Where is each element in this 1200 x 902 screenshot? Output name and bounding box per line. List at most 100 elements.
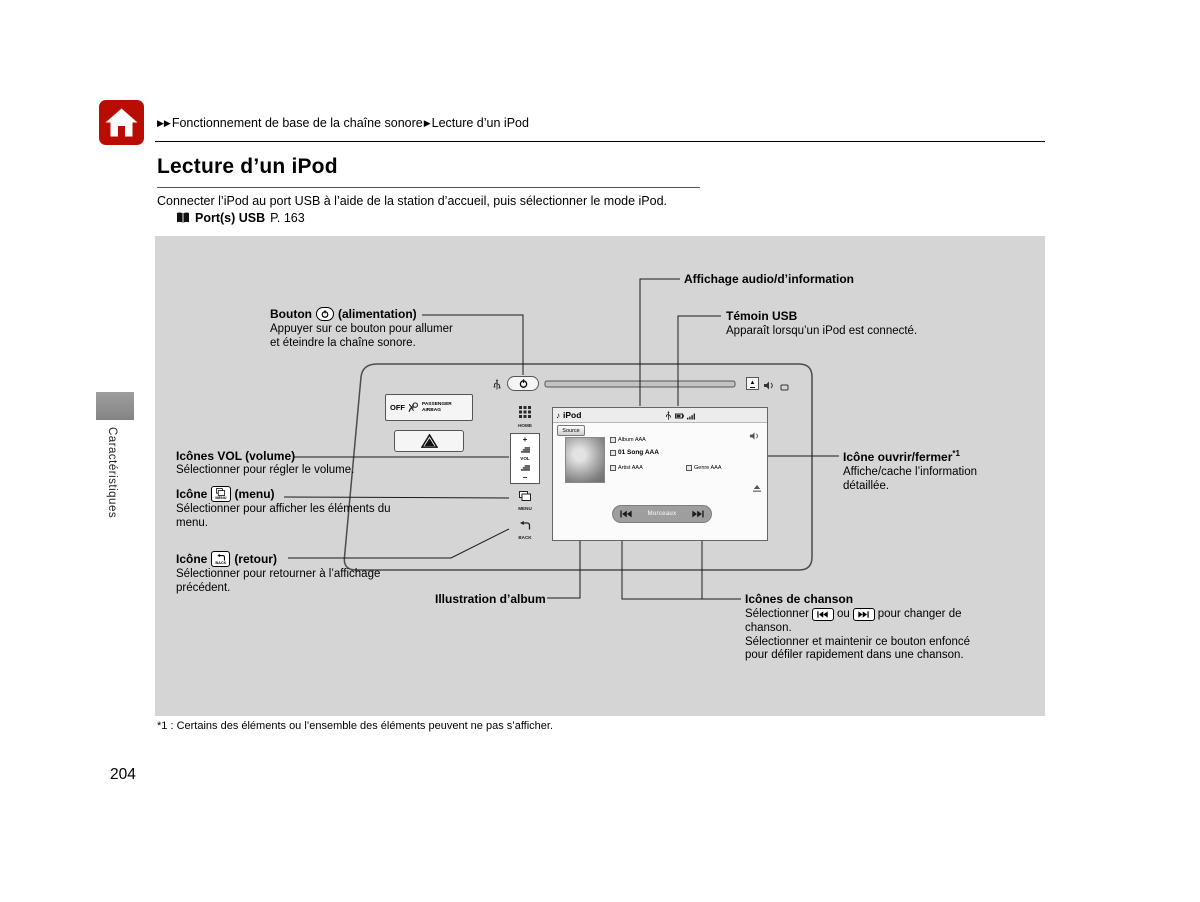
leader-power <box>422 314 524 375</box>
home-icon[interactable] <box>99 100 144 145</box>
callout-power: Bouton (alimentation) <box>270 307 417 321</box>
callout-vol: Icônes VOL (volume) <box>176 449 296 463</box>
menu-button: MENU <box>509 488 541 511</box>
page-title: Lecture d’un iPod <box>157 155 338 178</box>
section-tab <box>96 392 134 420</box>
callout-menu-desc: Sélectionner pour afficher les éléments … <box>176 503 391 530</box>
callout-power-desc1: Appuyer sur ce bouton pour allumer <box>270 323 453 335</box>
reference-link[interactable]: Port(s) USB P. 163 <box>176 211 305 225</box>
hazard-triangle-icon <box>420 434 438 448</box>
callout-back-post: (retour) <box>234 552 277 566</box>
passenger-airbag-indicator: OFF PASSENGER AIRBAG <box>385 394 473 421</box>
callout-menu-post: (menu) <box>234 487 275 501</box>
callout-menu-pre: Icône <box>176 487 208 501</box>
usb-port-icon <box>493 378 501 396</box>
callout-open-close-noteref: *1 <box>952 449 960 458</box>
callout-songs-desc: Sélectionner ou pour changer de chanson.… <box>745 607 970 663</box>
genre-name: Genre AAA <box>694 465 722 471</box>
next-track-button-icon <box>852 608 875 621</box>
callout-power-desc2: et éteindre la chaîne sonore. <box>270 336 416 349</box>
song-icon <box>610 449 616 456</box>
leader-menu <box>283 496 510 499</box>
unit-outline <box>343 363 813 571</box>
home-button: HOME <box>509 405 541 428</box>
menu-icon-label: MENU <box>215 496 227 500</box>
title-rule <box>157 187 700 188</box>
breadcrumb-current: Lecture d’un iPod <box>431 116 529 130</box>
callout-menu-desc1: Sélectionner pour afficher les éléments … <box>176 503 391 515</box>
tracks-label: Morceaux <box>647 511 677 517</box>
screen-source-title: iPod <box>563 410 582 420</box>
menu-icon <box>519 491 531 501</box>
section-label: Caractéristiques <box>106 427 118 519</box>
callout-back: Icône BACK (retour) <box>176 551 277 567</box>
song-row: 01 Song AAA <box>610 449 659 456</box>
callout-songs-line1: Sélectionner ou pour changer de <box>745 607 970 622</box>
header-rule <box>155 141 1045 142</box>
artist-icon <box>610 465 616 471</box>
breadcrumb-arrow-icon: ▶ <box>423 118 431 128</box>
callout-menu-desc2: menu. <box>176 516 208 529</box>
power-icon <box>519 379 527 388</box>
callout-songs-d1c: pour changer de <box>877 607 962 620</box>
callout-open-close-desc2: détaillée. <box>843 479 890 492</box>
artist-name: Artist AAA <box>618 465 643 471</box>
screen-statusbar: ♪ iPod <box>553 408 767 423</box>
signal-bars-icon <box>687 413 695 419</box>
volume-buttons: + VOL − <box>510 433 540 484</box>
track-bar: Morceaux <box>612 505 712 523</box>
usb-indicator-icon <box>666 411 671 420</box>
callout-open-close-desc: Affiche/cache l’information détaillée. <box>843 466 977 493</box>
reference-page: P. 163 <box>270 211 305 225</box>
breadcrumb: ▶▶Fonctionnement de base de la chaîne so… <box>156 116 529 130</box>
callout-power-pre: Bouton <box>270 307 312 321</box>
album-name: Album AAA <box>618 437 646 443</box>
leader-usb <box>677 315 721 406</box>
previous-track-icon <box>620 505 632 523</box>
callout-power-desc: Appuyer sur ce bouton pour allumer et ét… <box>270 323 453 350</box>
breadcrumb-parent[interactable]: Fonctionnement de base de la chaîne sono… <box>171 116 423 130</box>
callout-songs-d1a: Sélectionner <box>745 607 809 620</box>
eject-button: ▲ <box>746 377 759 390</box>
callout-open-close: Icône ouvrir/fermer*1 <box>843 449 960 464</box>
callout-power-post: (alimentation) <box>337 307 417 321</box>
unit-speaker-icon <box>763 378 775 396</box>
menu-label: MENU <box>518 506 532 511</box>
ipod-diagram: ▲ OFF PASSENGER AIRBAG <box>155 236 1045 716</box>
airbag-label-line1: PASSENGER <box>422 401 452 407</box>
home-house-icon <box>99 100 144 145</box>
leader-back <box>288 528 510 559</box>
reference-book-icon <box>177 212 189 223</box>
callout-vol-desc: Sélectionner pour régler le volume. <box>176 464 355 476</box>
callout-back-desc2: précédent. <box>176 581 231 594</box>
callout-audio-display: Affichage audio/d’information <box>684 272 854 286</box>
footnote: *1 : Certains des éléments ou l’ensemble… <box>157 720 554 732</box>
leader-open-close <box>758 455 839 476</box>
album-icon <box>610 437 616 443</box>
leader-audio-display <box>639 278 680 406</box>
callout-songs: Icônes de chanson <box>745 592 854 606</box>
intro-text: Connecter l’iPod au port USB à l’aide de… <box>157 194 668 208</box>
callout-back-desc1: Sélectionner pour retourner à l’affichag… <box>176 568 381 580</box>
back-label: BACK <box>518 535 532 540</box>
source-button: Source <box>557 425 585 436</box>
song-name: 01 Song AAA <box>618 449 659 456</box>
callout-songs-d1b: ou <box>836 607 850 620</box>
power-button <box>507 376 539 391</box>
back-button: BACK <box>509 517 541 540</box>
menu-button-icon: MENU <box>211 486 231 502</box>
breadcrumb-arrows-icon: ▶▶ <box>157 118 171 128</box>
reference-label: Port(s) USB <box>195 211 266 225</box>
airbag-label-line2: AIRBAG <box>422 407 441 413</box>
open-close-icon <box>751 480 763 498</box>
battery-icon <box>675 413 684 419</box>
callout-songs-d3: Sélectionner et maintenir ce bouton enfo… <box>745 635 971 648</box>
music-note-icon: ♪ <box>556 410 560 420</box>
genre-icon <box>686 465 692 471</box>
back-icon-label: BACK <box>215 560 227 565</box>
hazard-button <box>394 430 464 452</box>
callout-album: Illustration d’album <box>435 592 546 606</box>
previous-track-button-icon <box>811 608 834 621</box>
aux-port-icon <box>780 379 789 397</box>
callout-songs-d4: pour défiler rapidement dans une chanson… <box>745 649 964 661</box>
